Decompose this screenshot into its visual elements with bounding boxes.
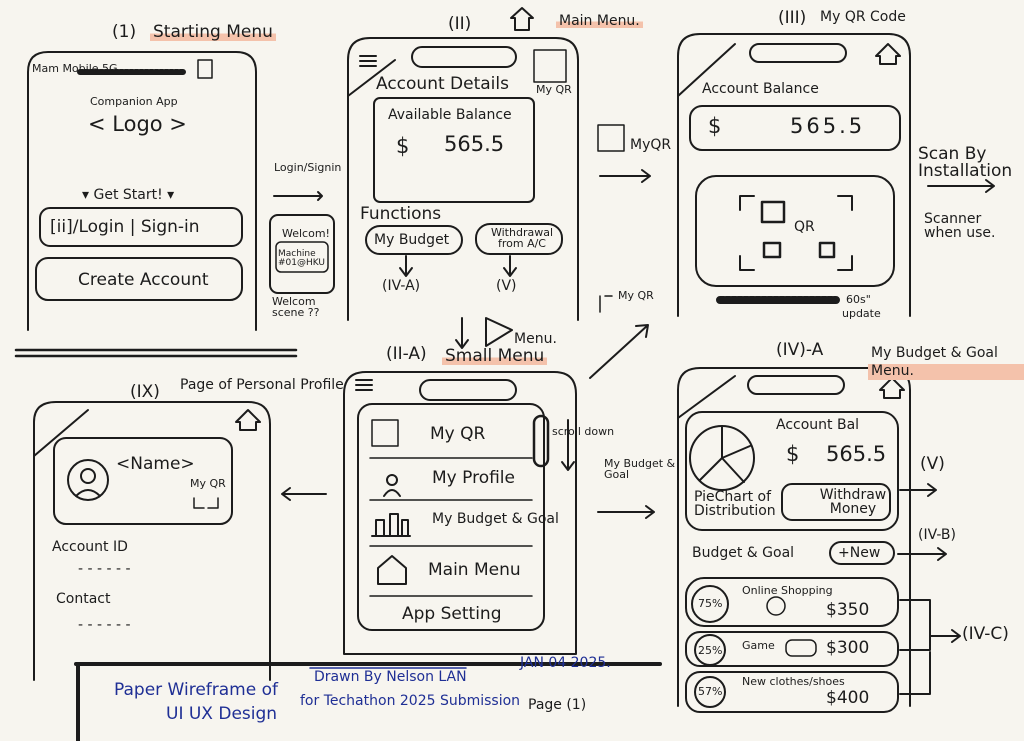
link-iv-a: (IV-A)	[382, 278, 421, 294]
goal-1-name[interactable]: Online Shopping	[742, 584, 833, 597]
footer-line-2: UI UX Design	[166, 704, 278, 724]
phone-main-frame	[347, 37, 579, 321]
qr-currency: $	[708, 114, 722, 138]
goal-3-amount: $400	[826, 688, 870, 708]
budget-title-num: (IV)-A	[776, 340, 824, 360]
goal-2-amount: $300	[826, 638, 870, 658]
footer-date: JAN 04 2025.	[520, 655, 611, 671]
phone-budget-frame	[677, 367, 961, 713]
functions-label: Functions	[360, 204, 442, 224]
goal-1-percent: 75%	[698, 597, 723, 610]
new-goal-button[interactable]: +New	[838, 545, 881, 561]
menu-item-main-menu[interactable]: Main Menu	[428, 560, 521, 580]
main-title-num: (II)	[448, 14, 472, 34]
scanner-note: Scanner when use.	[924, 211, 996, 241]
available-balance-label: Available Balance	[388, 107, 512, 123]
phone-small-frame	[343, 371, 577, 655]
footer-submission: for Techathon 2025 Submission	[300, 693, 521, 709]
budget-currency: $	[786, 442, 800, 466]
footer-line-1: Paper Wireframe of	[114, 680, 278, 700]
myqr-link-label: My QR	[618, 289, 654, 302]
myqr-arrow-label: MyQR	[630, 137, 672, 153]
link-v: (V)	[496, 278, 517, 294]
logo-placeholder: < Logo >	[88, 112, 187, 136]
phone-starting-frame	[27, 51, 257, 331]
pie-chart-caption: PieChart of Distribution	[694, 489, 776, 519]
goal-3-percent: 57%	[698, 685, 723, 698]
budget-title: My Budget & Goal Menu.	[868, 344, 1024, 381]
budget-amount: 565.5	[826, 442, 887, 466]
scroll-note: scroll down	[552, 425, 615, 438]
budget-link-label: My Budget & Goal	[604, 457, 676, 481]
welcome-text: Welcom!	[282, 227, 330, 240]
link-v-budget: (V)	[920, 454, 945, 474]
footer-drawn-by: Drawn By Nelson LAN	[314, 669, 467, 685]
small-title: Small Menu	[442, 348, 548, 365]
profile-title-num: (IX)	[130, 382, 160, 402]
welcome-scene-note: Welcom scene ??	[272, 295, 320, 319]
profile-title: Page of Personal Profile	[180, 377, 344, 393]
link-iv-c: (IV-C)	[962, 624, 1009, 644]
budget-goal-label: Budget & Goal	[692, 545, 795, 561]
menu-item-my-profile[interactable]: My Profile	[432, 468, 515, 488]
contact-value: - - - - - -	[78, 617, 131, 633]
account-id-label: Account ID	[52, 539, 128, 555]
phone-welcome-frame	[269, 191, 335, 294]
goal-3-name[interactable]: New clothes/shoes	[742, 675, 845, 688]
qr-code-label: QR	[794, 219, 815, 235]
main-title: Main Menu.	[556, 14, 643, 28]
small-title-num: (II-A)	[386, 344, 427, 364]
account-bal-label: Account Bal	[776, 417, 860, 433]
menu-item-budget-goal[interactable]: My Budget & Goal	[432, 511, 559, 527]
qr-amount: 565.5	[790, 114, 866, 138]
contact-label: Contact	[56, 591, 111, 607]
account-balance-label: Account Balance	[702, 81, 819, 97]
menu-item-my-qr[interactable]: My QR	[430, 424, 486, 444]
my-qr-button[interactable]: My QR	[536, 83, 572, 96]
get-start-label: ▾ Get Start! ▾	[82, 187, 175, 203]
create-account-button[interactable]: Create Account	[78, 270, 209, 290]
login-arrow-label: Login/Signin	[274, 161, 342, 174]
machine-label: Machine #01@HKU	[278, 249, 326, 268]
qr-title: My QR Code	[820, 9, 906, 25]
goal-2-percent: 25%	[698, 644, 723, 657]
profile-my-qr[interactable]: My QR	[190, 477, 226, 490]
balance-currency: $	[396, 134, 410, 158]
status-carrier: Mam Mobile 5G	[32, 62, 118, 75]
companion-label: Companion App	[90, 95, 178, 108]
goal-1-amount: $350	[826, 600, 870, 620]
starting-title: Starting Menu	[150, 24, 276, 41]
goal-2-name[interactable]: Game	[742, 639, 775, 652]
profile-name: <Name>	[116, 454, 195, 474]
my-budget-button[interactable]: My Budget	[374, 232, 450, 248]
withdraw-money-button[interactable]: Withdraw Money	[819, 487, 887, 517]
menu-item-app-setting[interactable]: App Setting	[402, 604, 502, 624]
login-button[interactable]: [ii]/Login | Sign-in	[50, 217, 200, 237]
account-id-value: - - - - - -	[78, 561, 131, 577]
withdraw-button[interactable]: Withdrawal from A/C	[490, 226, 553, 250]
home-icon	[510, 7, 534, 31]
balance-amount: 565.5	[444, 132, 505, 156]
footer-page: Page (1)	[528, 697, 587, 713]
phone-profile-frame	[33, 401, 271, 681]
link-iv-b: (IV-B)	[918, 527, 956, 543]
footer-frame	[74, 662, 662, 741]
phone-qr-frame	[677, 33, 995, 317]
scan-note: Scan By Installation	[918, 144, 1013, 181]
qr-title-num: (III)	[778, 8, 807, 28]
menu-arrow-label: Menu.	[514, 331, 557, 347]
starting-title-num: (1)	[112, 22, 137, 42]
qr-timer: 60s"	[846, 293, 871, 306]
account-details-label: Account Details	[376, 74, 509, 94]
qr-update-label: update	[842, 307, 881, 320]
